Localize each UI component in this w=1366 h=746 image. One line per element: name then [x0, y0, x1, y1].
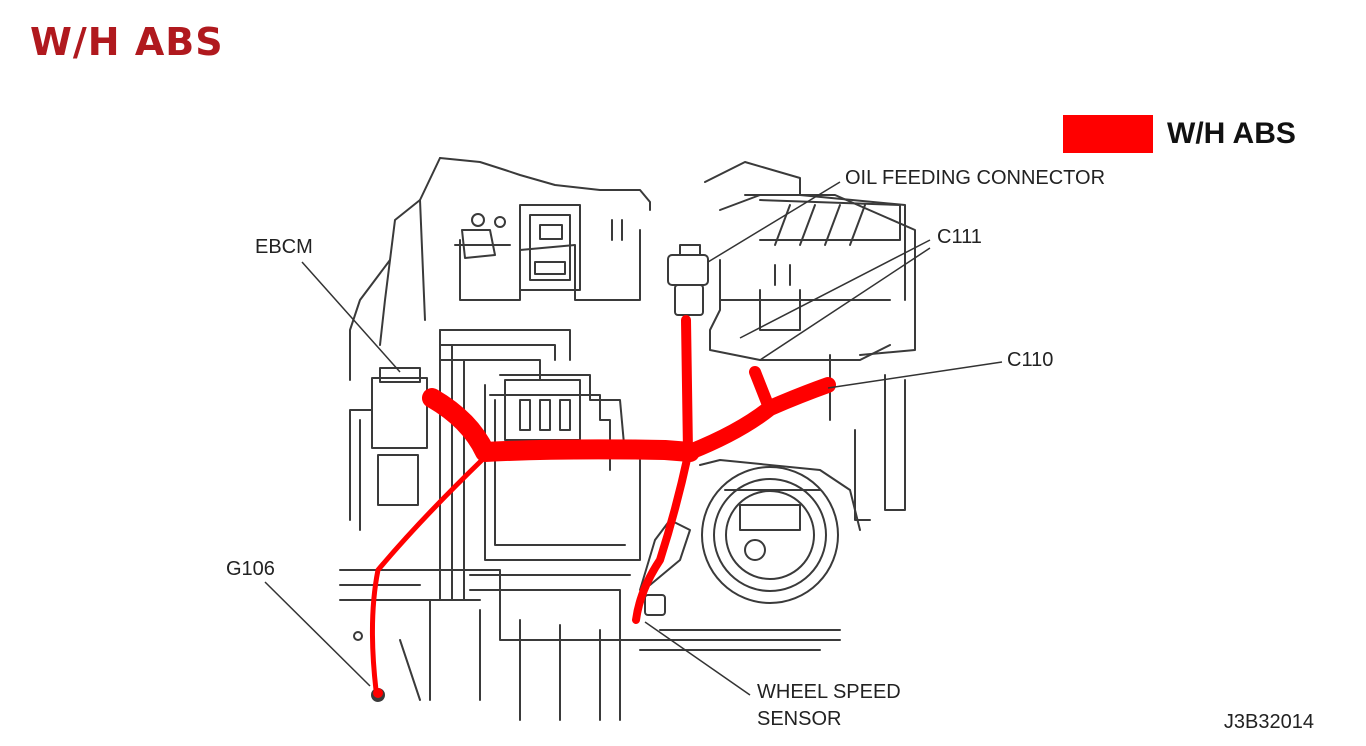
harness-wheel-speed-branch: [632, 451, 692, 624]
harness-oil-connector-branch: [681, 315, 693, 457]
legend: W/H ABS: [1063, 114, 1296, 154]
harness-main-trunk: [422, 388, 700, 462]
page-title: W/H ABS: [30, 20, 224, 64]
figure-code: J3B32014: [1223, 711, 1314, 733]
c111-label: C111: [937, 226, 982, 248]
wheel-speed-sensor-label-line1: WHEEL SPEED: [757, 681, 901, 703]
c110-label: C110: [1007, 349, 1054, 371]
engine-line-drawing: [339, 157, 916, 721]
leader-lines: [264, 181, 1003, 696]
abs-harness: [369, 315, 836, 698]
legend-swatch: [1063, 115, 1153, 153]
harness-c111-branch: [749, 366, 774, 411]
oil-feeding-connector-label: OIL FEEDING CONNECTOR: [845, 167, 1106, 189]
g106-label: G106: [226, 558, 275, 580]
harness-ground-branch: [369, 457, 485, 693]
legend-label: W/H ABS: [1167, 117, 1296, 150]
wheel-speed-sensor-label-line2: SENSOR: [757, 708, 842, 730]
ebcm-label: EBCM: [255, 236, 313, 258]
